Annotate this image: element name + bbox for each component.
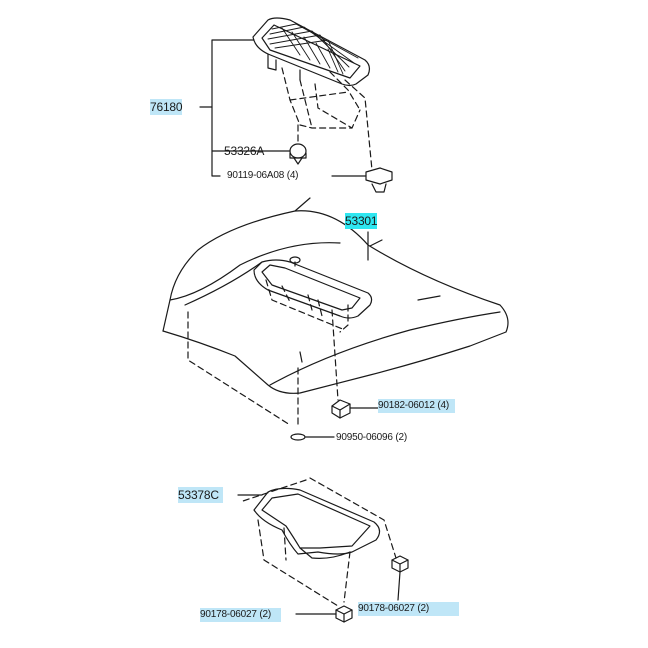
part-label-53326a[interactable]: 53326A — [224, 144, 265, 158]
part-label-90182[interactable]: 90182-06012 (4) — [378, 399, 455, 413]
scoop-clip-drawing — [289, 143, 307, 165]
hood-dashed-leaders — [187, 279, 349, 426]
insulator-dashed-leaders — [239, 477, 397, 607]
scoop-screw-drawing — [365, 167, 393, 193]
hood-nut-drawing — [331, 399, 379, 419]
hood-scoop-drawing — [252, 17, 371, 87]
hood-opening-frame — [253, 256, 373, 319]
part-label-53378c[interactable]: 53378C — [178, 487, 223, 503]
part-label-53301[interactable]: 53301 — [345, 213, 378, 229]
insulator-clip-right-drawing — [391, 555, 409, 601]
insulator-clip-left-drawing — [295, 605, 353, 623]
scoop-dashed-leaders — [281, 67, 373, 171]
part-label-90950[interactable]: 90950-06096 (2) — [336, 432, 407, 443]
insulator-drawing — [237, 487, 381, 559]
part-label-90178-right[interactable]: 90178-06027 (2) — [358, 602, 459, 616]
scoop-bracket — [199, 39, 367, 177]
part-label-76180[interactable]: 76180 — [150, 99, 183, 115]
part-label-90119[interactable]: 90119-06A08 (4) — [227, 170, 299, 181]
part-label-90178-left[interactable]: 90178-06027 (2) — [200, 608, 281, 622]
hood-seal-drawing — [290, 433, 335, 441]
